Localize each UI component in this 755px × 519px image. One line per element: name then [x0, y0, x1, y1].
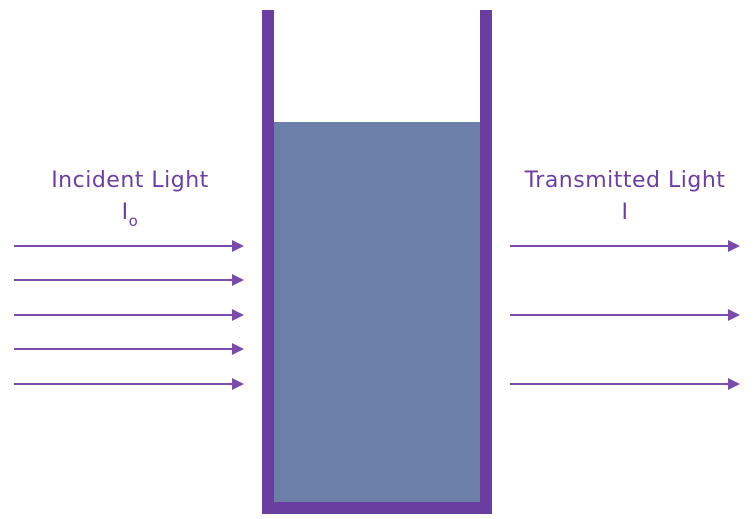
- incident-symbol-subscript: o: [128, 212, 139, 230]
- cuvette-wall: [262, 10, 492, 514]
- incident-arrows: [14, 240, 244, 390]
- transmitted-arrows: [510, 240, 740, 390]
- incident-intensity-symbol: Io: [20, 200, 240, 230]
- incident-light-label: Incident Light: [51, 168, 209, 193]
- cuvette: [262, 10, 492, 514]
- incident-symbol-main: I: [121, 200, 129, 225]
- solution-fill: [274, 122, 480, 503]
- transmitted-intensity-symbol: I: [621, 200, 629, 225]
- transmitted-light-label: Transmitted Light: [524, 168, 726, 193]
